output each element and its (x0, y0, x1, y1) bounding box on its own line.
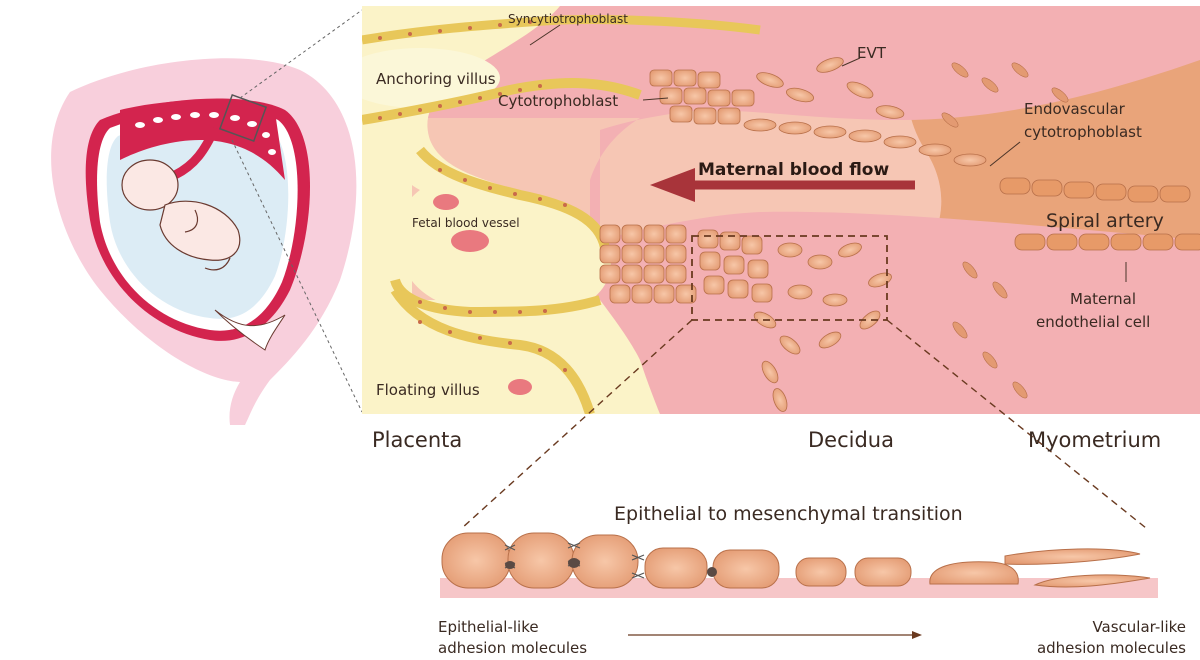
label-maternal-endothelial-line2: endothelial cell (1036, 313, 1151, 331)
zoom-line-top (239, 9, 363, 99)
label-spiral-artery: Spiral artery (1046, 210, 1164, 232)
label-maternal-blood-flow: Maternal blood flow (698, 160, 890, 180)
cell-column-upper (649, 57, 987, 167)
emt-connector-right (886, 319, 1147, 529)
label-epithelial-line2: adhesion molecules (438, 639, 588, 657)
label-endovascular-line2: cytotrophoblast (1024, 123, 1142, 141)
villus-membrane-4 (390, 287, 595, 414)
fetus (121, 159, 241, 271)
emt-progress-arrowhead (912, 631, 922, 639)
fetal-vessel-1 (433, 194, 459, 210)
zoom-box (218, 93, 268, 143)
label-epithelial-line1: Epithelial-like (438, 618, 539, 636)
emt-junction-knots (505, 558, 717, 577)
emt-cells (441, 532, 1151, 589)
label-placenta: Placenta (372, 428, 463, 452)
label-vascular-line1: Vascular-like (1092, 618, 1186, 636)
syncytio-nuclei (378, 20, 567, 372)
label-fetal-blood-vessel: Fetal blood vessel (412, 216, 520, 230)
zoom-line-bottom (231, 139, 363, 413)
uterus-illustration (51, 9, 363, 425)
leader-cytotrophoblast (642, 97, 669, 101)
fetal-vessel-3 (508, 379, 532, 395)
villus-membrane-1 (362, 78, 642, 125)
label-cytotrophoblast: Cytotrophoblast (498, 92, 619, 110)
endothelial-row-top (999, 177, 1191, 203)
label-floating-villus: Floating villus (376, 381, 480, 399)
villus-membrane-top (362, 15, 761, 45)
myometrium-spindles (941, 62, 1069, 399)
label-syncytiotrophoblast: Syncytiotrophoblast (508, 12, 628, 26)
cervix (214, 309, 286, 351)
label-evt: EVT (857, 44, 886, 62)
anchoring-villus-core (362, 48, 500, 108)
blood-flow-arrow-head (650, 168, 695, 202)
label-emt-title: Epithelial to mesenchymal transition (614, 503, 963, 525)
endothelial-row-bottom (1014, 233, 1200, 251)
label-myometrium: Myometrium (1028, 428, 1162, 452)
cell-column-lower (599, 224, 892, 412)
label-endovascular-line1: Endovascular (1024, 100, 1125, 118)
leader-endovascular (989, 141, 1021, 167)
emt-panel (440, 532, 1158, 639)
emt-zoom-box (691, 235, 888, 321)
zoom-panel (362, 6, 1200, 414)
label-vascular-line2: adhesion molecules (1036, 639, 1186, 657)
fetal-vessel-2 (451, 230, 489, 252)
emt-connector-left (461, 319, 693, 529)
leader-evt (841, 57, 861, 67)
maternal-blood-space (362, 6, 1200, 414)
placenta-lacunae (135, 112, 276, 155)
leader-syncytio (529, 24, 561, 46)
label-anchoring-villus: Anchoring villus (376, 70, 496, 88)
label-decidua: Decidua (808, 428, 894, 452)
villus-membrane-2 (416, 146, 610, 250)
label-maternal-endothelial-line1: Maternal (1070, 290, 1137, 308)
